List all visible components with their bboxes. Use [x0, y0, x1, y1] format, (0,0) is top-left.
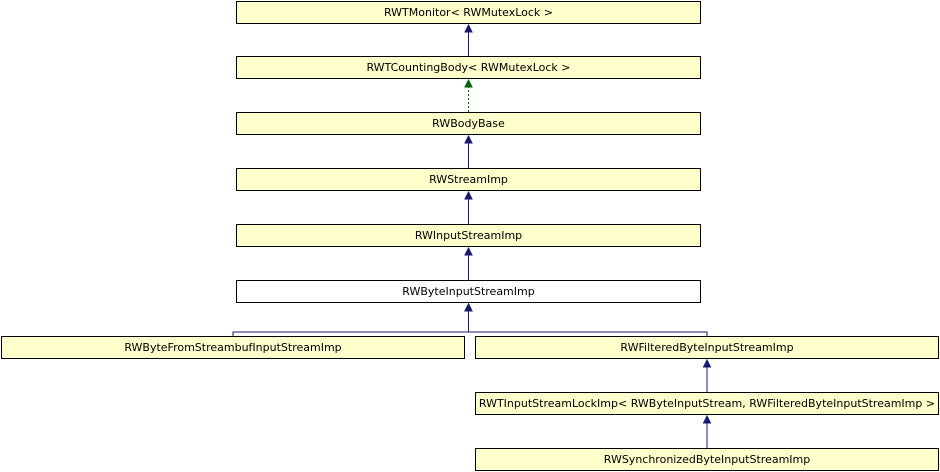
- node-label: RWByteFromStreambufInputStreamImp: [124, 341, 342, 354]
- node-label: RWByteInputStreamImp: [402, 285, 535, 298]
- node-label: RWTCountingBody< RWMutexLock >: [366, 61, 571, 74]
- edge-arrowhead: [702, 358, 712, 368]
- node-rwbyteinputstreamimp: RWByteInputStreamImp: [236, 280, 701, 303]
- edge-arrowhead: [464, 302, 473, 312]
- node-label: RWInputStreamImp: [414, 229, 523, 242]
- edge-arrowhead: [464, 190, 473, 200]
- edge-filtered_byte_input-to-byte_input_stream_imp: [468, 311, 708, 336]
- node-rwbytefromstreambufinputstreamimp[interactable]: RWByteFromStreambufInputStreamImp: [1, 336, 465, 359]
- node-rwinputstreamimp[interactable]: RWInputStreamImp: [236, 224, 701, 247]
- edge-arrowhead: [464, 246, 473, 256]
- node-label: RWTMonitor< RWMutexLock >: [383, 6, 554, 19]
- node-label: RWTInputStreamLockImp< RWByteInputStream…: [478, 397, 936, 410]
- node-label: RWFilteredByteInputStreamImp: [620, 341, 794, 354]
- node-rwsynchronizedbyteinputstreamimp[interactable]: RWSynchronizedByteInputStreamImp: [475, 448, 939, 471]
- node-rwfilteredbyteinputstreamimp[interactable]: RWFilteredByteInputStreamImp: [475, 336, 939, 359]
- node-rwtcountingbody[interactable]: RWTCountingBody< RWMutexLock >: [236, 56, 701, 79]
- node-label: RWSynchronizedByteInputStreamImp: [603, 453, 811, 466]
- node-rwstreamimp[interactable]: RWStreamImp: [236, 168, 701, 191]
- edge-arrowhead: [464, 23, 473, 33]
- node-rwtinputstreamlockimp[interactable]: RWTInputStreamLockImp< RWByteInputStream…: [475, 392, 939, 415]
- edge-arrowhead: [464, 134, 473, 144]
- node-label: RWStreamImp: [429, 173, 508, 186]
- edge-byte_from_streambuf-to-byte_input_stream_imp: [232, 311, 469, 336]
- edge-arrowhead: [464, 78, 473, 88]
- node-rwbodybase[interactable]: RWBodyBase: [236, 112, 701, 135]
- node-label: RWBodyBase: [432, 117, 505, 130]
- edge-arrowhead: [702, 414, 712, 424]
- node-rwtmonitor[interactable]: RWTMonitor< RWMutexLock >: [236, 1, 701, 24]
